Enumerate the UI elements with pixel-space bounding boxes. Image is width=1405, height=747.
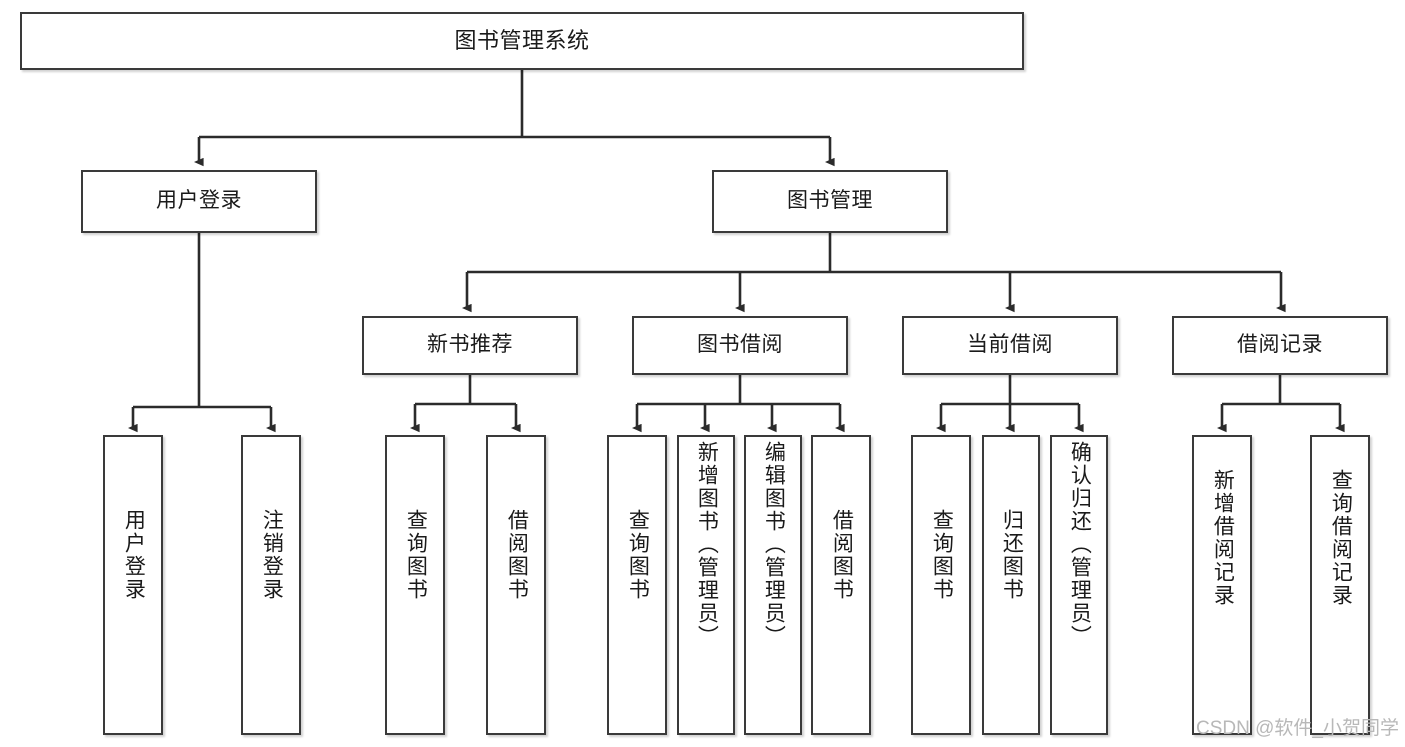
node-label: 借阅图书 — [830, 509, 854, 601]
node-label: 图书借阅 — [697, 333, 783, 357]
node-label: 新书推荐 — [427, 333, 513, 357]
node-label: 借阅图书 — [505, 509, 529, 601]
node-label: 图书管理系统 — [454, 28, 590, 54]
node-label: 确认归还（管理员） — [1068, 441, 1092, 648]
node-label: 查询借阅记录 — [1329, 469, 1353, 607]
leaf-book-borrow-add-book-admin[interactable]: 新增图书（管理员） — [677, 435, 735, 735]
leaf-user-login-login[interactable]: 用户登录 — [103, 435, 163, 735]
node-label: 借阅记录 — [1237, 333, 1323, 357]
leaf-new-book-query-book[interactable]: 查询图书 — [385, 435, 445, 735]
node-label: 查询图书 — [930, 509, 954, 601]
node-book-borrow[interactable]: 图书借阅 — [632, 316, 848, 375]
node-borrow-record[interactable]: 借阅记录 — [1172, 316, 1388, 375]
leaf-book-borrow-borrow-book[interactable]: 借阅图书 — [811, 435, 871, 735]
node-label: 新增借阅记录 — [1211, 469, 1235, 607]
leaf-new-book-borrow-book[interactable]: 借阅图书 — [486, 435, 546, 735]
node-label: 归还图书 — [1000, 509, 1024, 601]
node-label: 图书管理 — [787, 189, 873, 213]
node-label: 编辑图书（管理员） — [762, 441, 786, 648]
leaf-book-borrow-edit-book-admin[interactable]: 编辑图书（管理员） — [744, 435, 802, 735]
node-label: 当前借阅 — [967, 333, 1053, 357]
node-book-management[interactable]: 图书管理 — [712, 170, 948, 233]
node-label: 查询图书 — [404, 509, 428, 601]
node-current-borrow[interactable]: 当前借阅 — [902, 316, 1118, 375]
node-label: 用户登录 — [156, 189, 242, 213]
node-new-book-recommend[interactable]: 新书推荐 — [362, 316, 578, 375]
node-label: 注销登录 — [260, 509, 284, 601]
leaf-current-borrow-confirm-return-admin[interactable]: 确认归还（管理员） — [1050, 435, 1108, 735]
leaf-current-borrow-query-book[interactable]: 查询图书 — [911, 435, 971, 735]
leaf-user-login-logout[interactable]: 注销登录 — [241, 435, 301, 735]
watermark-text: CSDN @软件_小贺同学 — [1196, 718, 1399, 739]
leaf-book-borrow-query-book[interactable]: 查询图书 — [607, 435, 667, 735]
leaf-borrow-record-query-record[interactable]: 查询借阅记录 — [1310, 435, 1370, 735]
node-label: 用户登录 — [122, 509, 146, 601]
leaf-borrow-record-add-record[interactable]: 新增借阅记录 — [1192, 435, 1252, 735]
node-root-library-system[interactable]: 图书管理系统 — [20, 12, 1024, 70]
leaf-current-borrow-return-book[interactable]: 归还图书 — [982, 435, 1040, 735]
node-user-login[interactable]: 用户登录 — [81, 170, 317, 233]
node-label: 新增图书（管理员） — [695, 441, 719, 648]
node-label: 查询图书 — [626, 509, 650, 601]
